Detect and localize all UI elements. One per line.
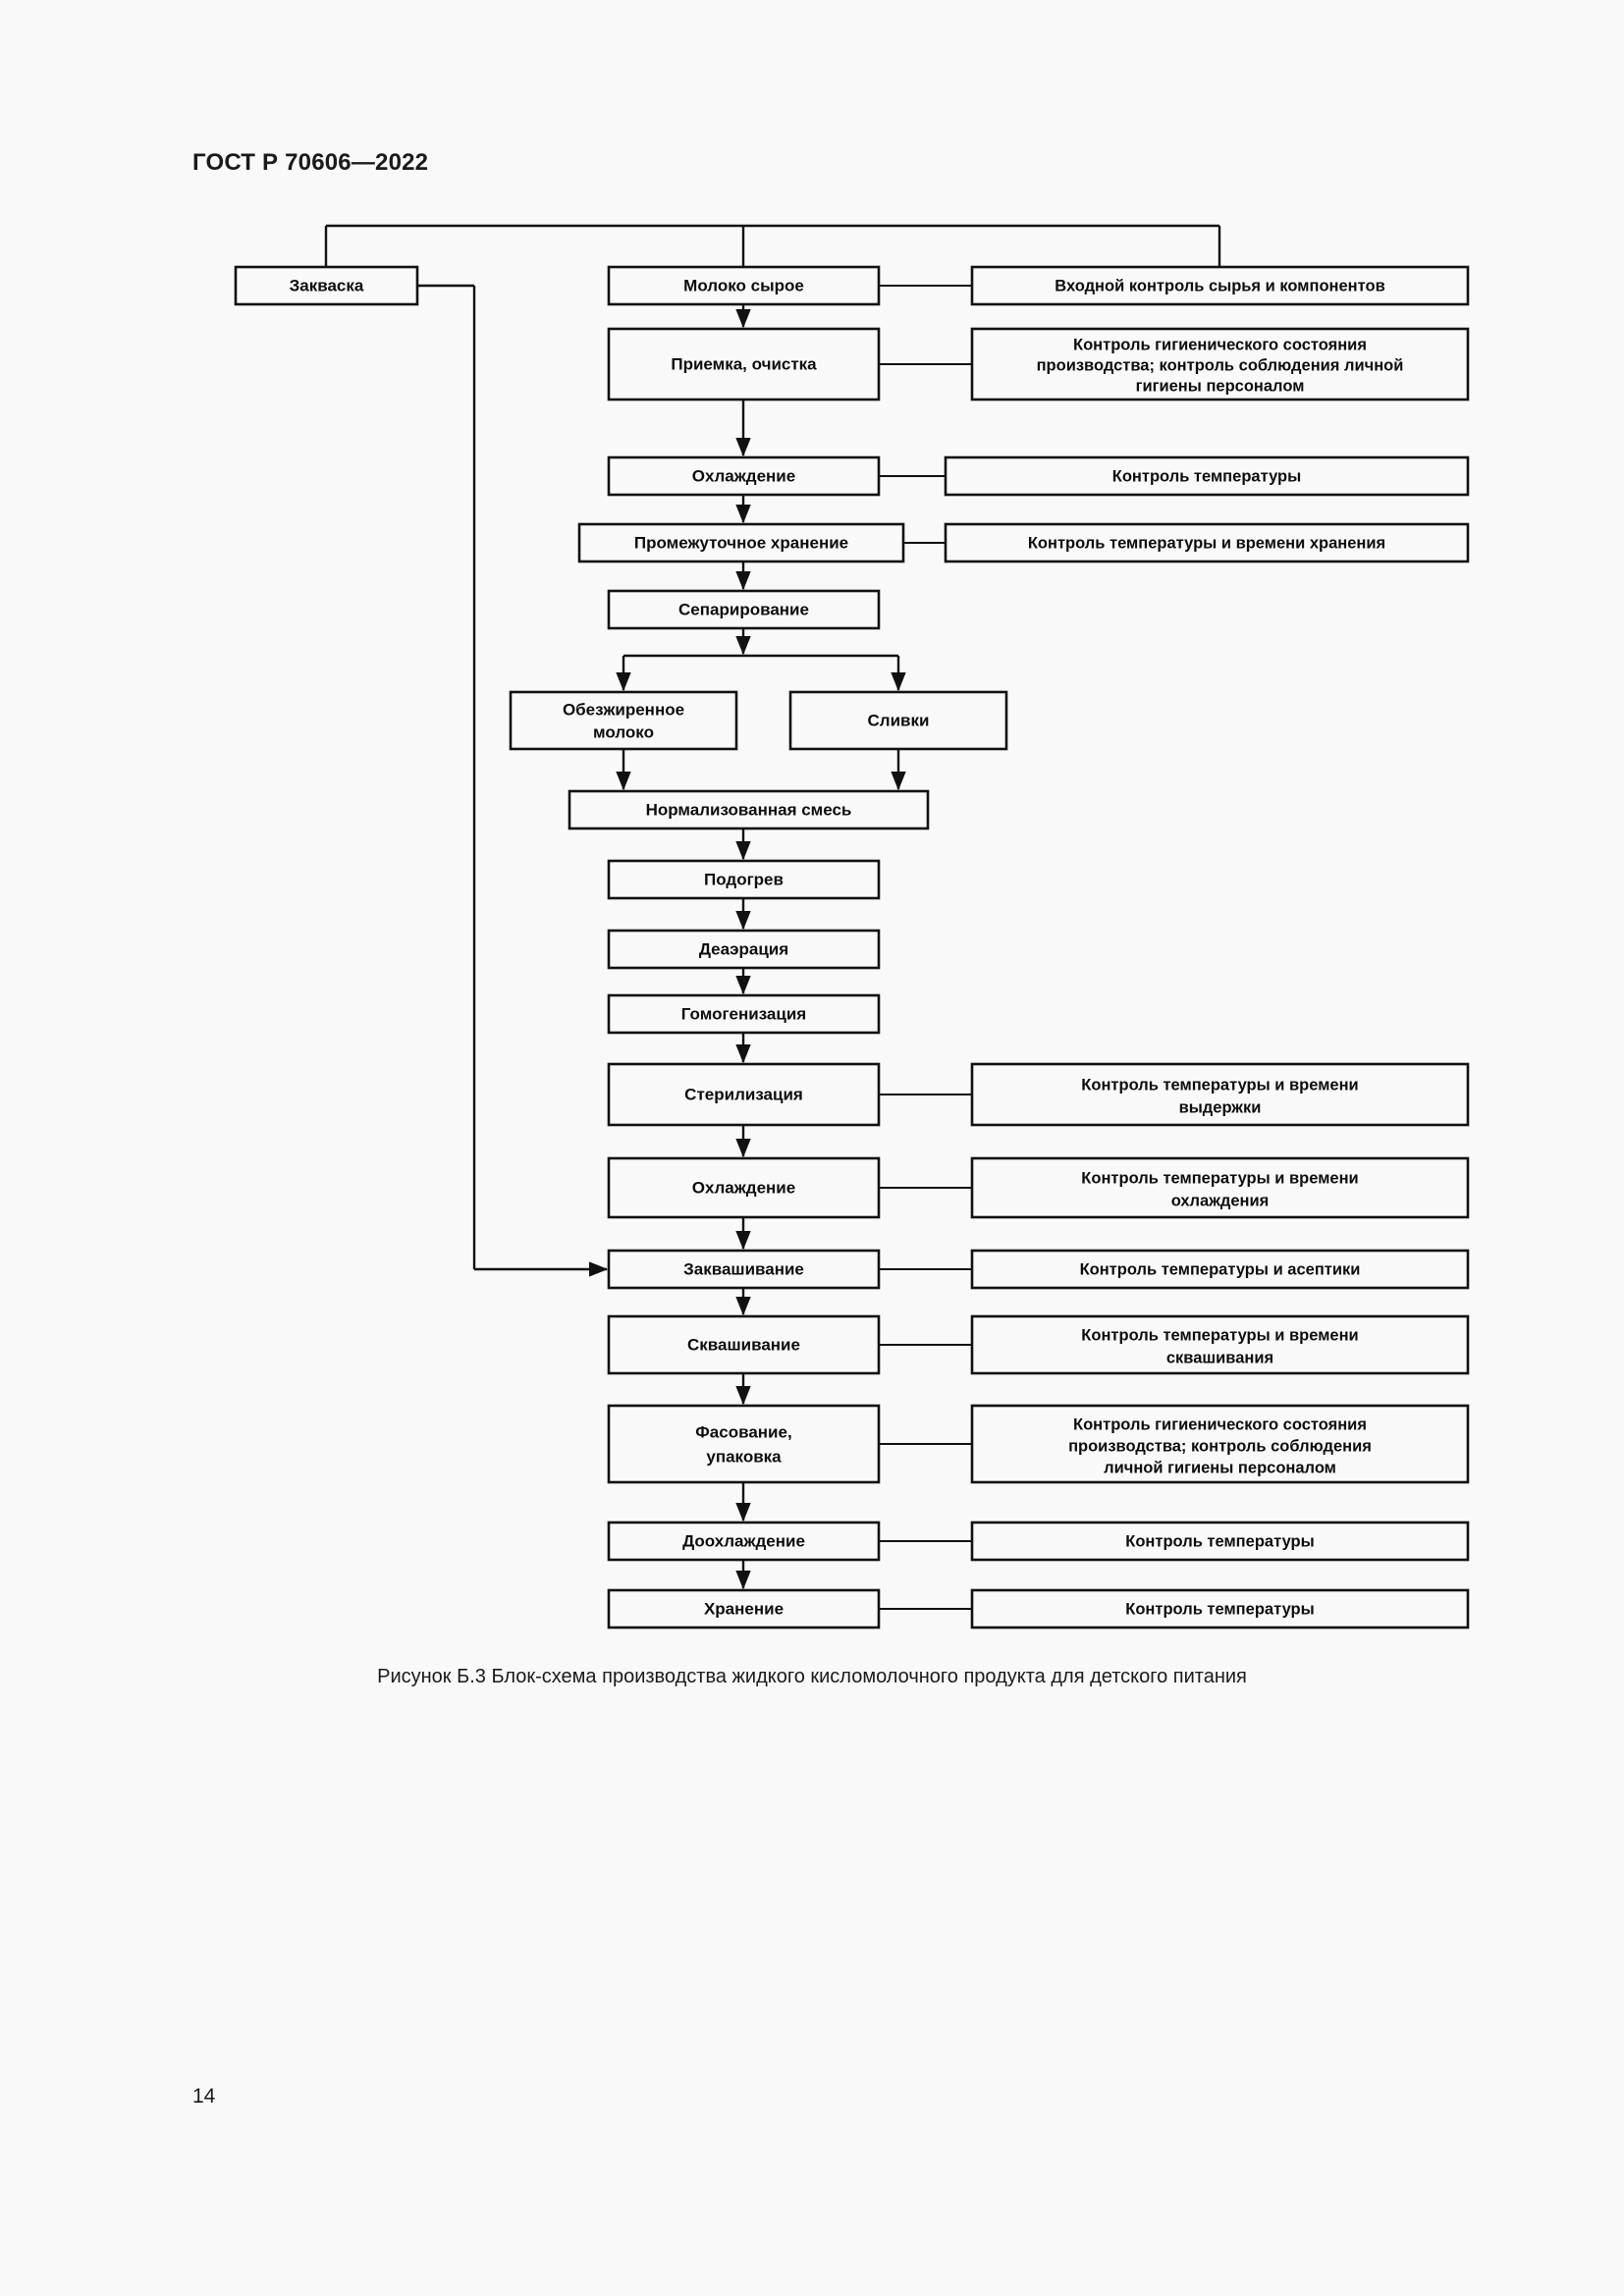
node-gomogenizatsiya: Гомогенизация: [607, 993, 881, 1035]
control-label: Входной контроль сырья и компонентов: [1055, 277, 1384, 294]
control-label: Контроль температуры и времени хранения: [1028, 534, 1385, 552]
page-number: 14: [192, 2085, 216, 2108]
node-promezhutochnoe-hranenie: Промежуточное хранение: [577, 522, 905, 563]
node-label: Приемка, очистка: [671, 354, 817, 373]
control-label: Контроль температуры и асептики: [1080, 1260, 1361, 1278]
node-zakvashivanie: Заквашивание: [607, 1249, 881, 1290]
control-label-line2: производства; контроль соблюдения личной: [1037, 356, 1404, 374]
process-nodes-layer: Закваска Молоко сырое Приемка, очистка О…: [234, 265, 1008, 1629]
control-label-line2: сквашивания: [1166, 1349, 1273, 1366]
node-deaeratsiya: Деаэрация: [607, 929, 881, 970]
node-label: Гомогенизация: [681, 1004, 806, 1023]
node-sterilizatsiya: Стерилизация: [607, 1062, 881, 1127]
production-flowchart: Закваска Молоко сырое Приемка, очистка О…: [234, 224, 1470, 1629]
node-label: Стерилизация: [684, 1085, 803, 1103]
node-label: Сквашивание: [687, 1335, 800, 1354]
node-hranenie: Хранение: [607, 1588, 881, 1629]
node-label: Молоко сырое: [683, 276, 804, 294]
control-label-line1: Контроль гигиенического состояния: [1073, 1415, 1367, 1433]
node-label: Хранение: [704, 1599, 784, 1618]
page-title: ГОСТ Р 70606—2022: [192, 149, 429, 176]
control-node-gigiena-2: Контроль гигиенического состояния произв…: [970, 1404, 1470, 1484]
node-label: Охлаждение: [692, 1178, 795, 1197]
node-label: Деаэрация: [699, 939, 788, 958]
figure-caption: Рисунок Б.3 Блок-схема производства жидк…: [377, 1666, 1247, 1687]
node-zakvaska: Закваска: [234, 265, 419, 306]
control-label-line1: Контроль температуры и времени: [1081, 1169, 1358, 1187]
node-slivki: Сливки: [788, 690, 1008, 751]
control-node-aseptika: Контроль температуры и асептики: [970, 1249, 1470, 1290]
node-doohlazhdenie: Доохлаждение: [607, 1521, 881, 1562]
control-node-skvashivanie: Контроль температуры и времени сквашиван…: [970, 1314, 1470, 1375]
node-label-line2: упаковка: [706, 1447, 782, 1466]
node-ohlazhdenie-2: Охлаждение: [607, 1156, 881, 1219]
node-label: Промежуточное хранение: [634, 533, 848, 552]
control-label: Контроль температуры: [1125, 1532, 1314, 1550]
control-nodes-layer: Входной контроль сырья и компонентов Кон…: [944, 265, 1470, 1629]
control-node-vyderzhka: Контроль температуры и времени выдержки: [970, 1062, 1470, 1127]
node-podogrev: Подогрев: [607, 859, 881, 900]
node-fasovanie-upakovka: Фасование, упаковка: [607, 1404, 881, 1484]
control-node-ohlazhdenie: Контроль температуры и времени охлаждени…: [970, 1156, 1470, 1219]
control-label-line1: Контроль гигиенического состояния: [1073, 336, 1367, 353]
node-label-line1: Фасование,: [695, 1422, 791, 1441]
control-label-line2: охлаждения: [1171, 1192, 1270, 1209]
control-node-temperatura-3: Контроль температуры: [970, 1588, 1470, 1629]
control-label-line3: личной гигиены персоналом: [1104, 1459, 1336, 1476]
control-label-line2: производства; контроль соблюдения: [1068, 1437, 1372, 1455]
node-ohlazhdenie-1: Охлаждение: [607, 455, 881, 497]
node-label: Доохлаждение: [682, 1531, 805, 1550]
node-skvashivanie: Сквашивание: [607, 1314, 881, 1375]
node-label: Подогрев: [704, 870, 784, 888]
node-obezzhirennoe-moloko: Обезжиренное молоко: [509, 690, 738, 751]
node-separirovanie: Сепарирование: [607, 589, 881, 630]
node-label: Закваска: [290, 276, 364, 294]
control-node-vhodnoy-kontrol: Входной контроль сырья и компонентов: [970, 265, 1470, 306]
node-label: Сепарирование: [678, 600, 809, 618]
control-label: Контроль температуры: [1112, 467, 1301, 485]
node-label-line1: Обезжиренное: [563, 700, 684, 719]
control-label-line1: Контроль температуры и времени: [1081, 1076, 1358, 1094]
control-node-gigiena-1: Контроль гигиенического состояния произв…: [970, 327, 1470, 401]
control-node-temperatura-1: Контроль температуры: [944, 455, 1470, 497]
flow-connectors: [324, 224, 1221, 1610]
node-priemka-ochistka: Приемка, очистка: [607, 327, 881, 401]
control-node-temperatura-2: Контроль температуры: [970, 1521, 1470, 1562]
control-node-temperatura-vremya-hraneniya: Контроль температуры и времени хранения: [944, 522, 1470, 563]
node-label: Нормализованная смесь: [646, 800, 852, 819]
node-label: Сливки: [868, 711, 930, 729]
control-label-line3: гигиены персоналом: [1136, 377, 1305, 395]
node-normalizovannaya-smes: Нормализованная смесь: [568, 789, 930, 830]
node-moloko-syroe: Молоко сырое: [607, 265, 881, 306]
node-label-line2: молоко: [593, 722, 654, 741]
node-label: Заквашивание: [683, 1259, 804, 1278]
node-label: Охлаждение: [692, 466, 795, 485]
control-label-line2: выдержки: [1179, 1098, 1262, 1116]
control-label-line1: Контроль температуры и времени: [1081, 1326, 1358, 1344]
control-label: Контроль температуры: [1125, 1600, 1314, 1618]
